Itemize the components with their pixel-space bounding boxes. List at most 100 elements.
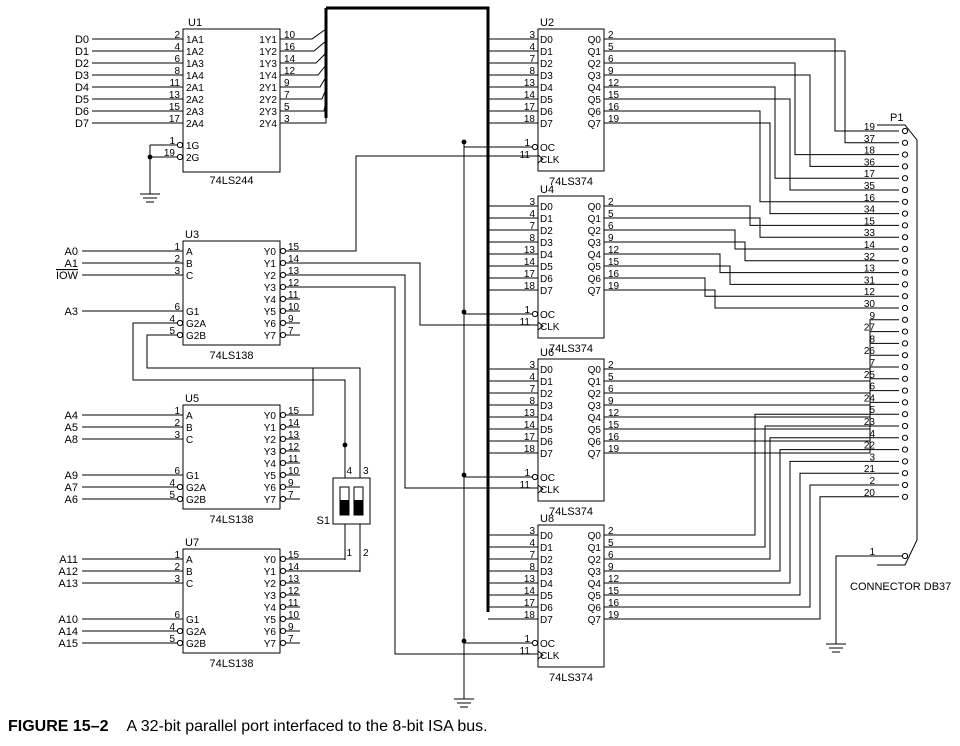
u1-input-pin: 11 [170,78,181,89]
u1-input-signal: D6 [75,106,89,118]
wires [82,6,902,708]
connector-contact [901,139,909,146]
connector-contact [901,245,909,253]
u1-enable-bubble [176,141,184,149]
decoder-output-bubble [279,555,287,563]
decoder-input-signal: A13 [58,578,78,590]
connector-contact [901,163,909,170]
connector-contact [901,434,909,441]
connector-contact [901,293,909,300]
u1-input-pin: 2 [174,30,180,41]
latch-q-name: Q1 [588,377,602,388]
switch-pin-label: 4 [346,466,352,477]
connector-contact [901,340,909,347]
connector-pin: 37 [864,134,876,145]
latch-body [537,524,605,668]
u3-g2a-wire [132,322,346,445]
u1-output-pin: 5 [284,102,290,113]
latch-output-wire [604,289,899,309]
latch-q-name: Q2 [588,555,602,566]
latch-oc-name: OC [540,310,555,321]
decoder-output-bubble [279,627,287,635]
decoder-input-signal: A14 [58,626,78,638]
switch-ref: S1 [317,515,330,527]
decoder-input-signal: A9 [65,470,78,482]
latch-ref: U4 [540,184,554,196]
connector-pin: 32 [864,252,876,263]
u3-y2-clock [300,274,538,489]
decoder-output-pin: 12 [288,586,300,597]
latch-output-wire [604,366,899,418]
latch-oc-bubble [531,310,539,318]
connector-contact [901,411,909,418]
latch-q-name: Q3 [588,401,602,412]
latch-q-pin: 16 [608,432,620,443]
latch-output-wire [604,50,899,144]
latch-q-pin: 12 [608,408,620,419]
u1-output-pin: 12 [284,66,296,77]
decoder-output-name: Y6 [264,627,277,638]
connector-pin: 12 [864,287,876,298]
u1-input-pin: 8 [174,66,180,77]
decoder-output-pin: 15 [288,550,300,561]
decoder-output-name: Y5 [264,307,277,318]
decoder-ref: U5 [185,393,199,405]
connector-pin: 20 [864,488,876,499]
decoder-input-pin: 4 [169,314,175,325]
latch-d-pin: 7 [529,221,535,232]
u1-input-signal: D1 [75,46,89,58]
decoder-input-pin: 6 [174,610,180,621]
u1-enable-bubble [176,153,184,161]
connector-shell [877,124,918,566]
connector-pin: 26 [864,346,876,357]
latch-output-wire [604,265,899,285]
decoder-output-pin: 7 [288,634,294,645]
latch-d-pin: 18 [524,281,536,292]
latch-d-name: D3 [540,567,553,578]
latch-d-pin: 8 [529,66,535,77]
decoder-active-low-bubble [176,331,184,339]
latch-q-name: Q6 [588,107,602,118]
u1-input-pin: 6 [174,54,180,65]
connector-contact [901,375,909,382]
decoder-output-pin: 13 [288,430,300,441]
connector-pin: 14 [864,240,876,251]
decoder-input-pin: 5 [169,326,175,337]
data-bus [326,6,490,612]
latch-d-name: D6 [540,437,553,448]
decoder-input-pin: 3 [174,266,180,277]
latch-q-pin: 15 [608,257,620,268]
connector-pin: 35 [864,181,876,192]
decoder-output-bubble [279,435,287,443]
connector-pin: 24 [864,393,876,404]
latch-d-name: D2 [540,555,553,566]
decoder-input-signal: A7 [65,482,78,494]
connector-pin: 13 [864,264,876,275]
switch-pin-label: 2 [363,548,369,559]
switch-body [332,477,371,525]
decoder-input-name: G2A [186,319,206,330]
decoder-active-low-bubble [176,627,184,635]
connector-contact [901,363,909,371]
connector-pin: 31 [864,275,876,286]
decoder-output-bubble [279,307,287,315]
connector-pin: 2 [869,476,875,487]
decoder-input-name: G2A [186,483,206,494]
latch-clk-pin: 11 [520,150,531,161]
latch-output-wire [604,390,899,442]
latch-d-pin: 17 [524,102,536,113]
latch-part: 74LS374 [549,672,593,684]
decoder-input-signal: A15 [58,638,78,650]
u1-input-name: 2A2 [186,95,204,106]
connector-contact [901,151,909,158]
u1-input-signal: D0 [75,34,89,46]
latch-q-name: Q4 [588,83,602,94]
decoder-body [182,548,281,654]
latch-oc-pin: 1 [524,305,530,316]
latch-q-pin: 16 [608,269,620,280]
latch-d-pin: 7 [529,384,535,395]
decoder-input-signal: A6 [65,494,78,506]
decoder-input-pin: 1 [174,242,180,253]
latch-clk-pin: 11 [520,317,531,328]
